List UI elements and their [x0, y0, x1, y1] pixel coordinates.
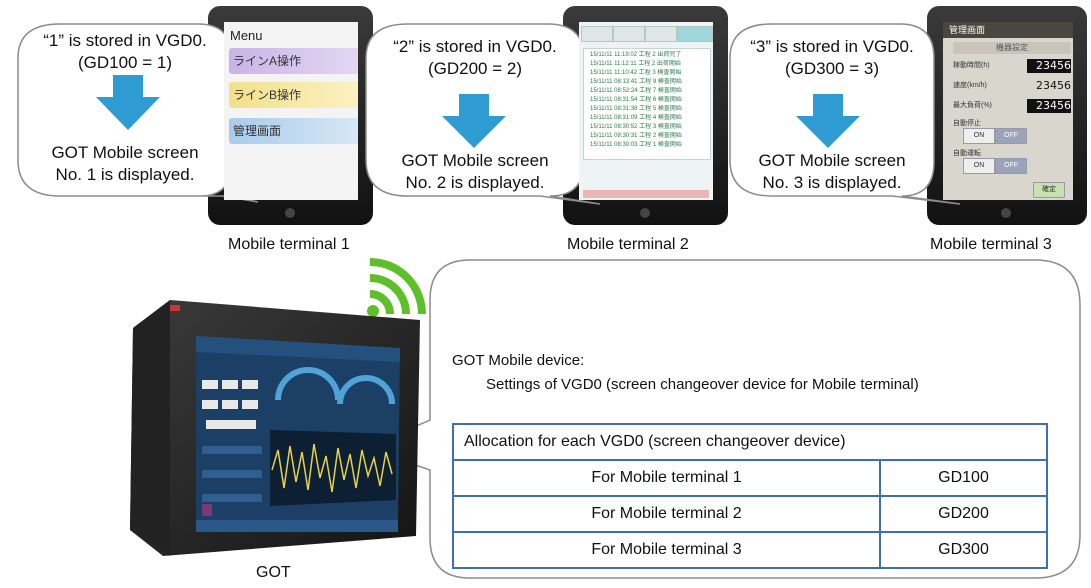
- list-item: 15/11/11 08:30:03 工程 1 検査開始: [590, 142, 682, 148]
- bubble-1-result: GOT Mobile screen No. 1 is displayed.: [18, 142, 232, 186]
- tab-1[interactable]: [581, 26, 613, 42]
- table-cell-terminal: For Mobile terminal 2: [452, 495, 881, 533]
- value-display: 23456: [1027, 59, 1071, 73]
- wifi-icon: [369, 258, 426, 315]
- wifi-dot-icon: [367, 305, 379, 317]
- down-arrow-icon: [796, 94, 860, 148]
- list-item: 15/11/11 08:52:24 工程 7 検査開始: [590, 88, 682, 94]
- table-cell-device: GD100: [879, 459, 1048, 497]
- home-button-icon: [1001, 208, 1011, 218]
- bubble-3-text: “3” is stored in VGD0. (GD300 = 3): [730, 36, 934, 80]
- off-button[interactable]: OFF: [995, 158, 1027, 174]
- list-item: 15/11/11 08:13:41 工程 9 検査開始: [590, 79, 682, 85]
- bubble-line: GOT Mobile screen: [758, 151, 906, 170]
- table-row: For Mobile terminal 1 GD100: [452, 459, 1048, 497]
- home-button-icon: [640, 208, 650, 218]
- bubble-2-text: “2” is stored in VGD0. (GD200 = 2): [366, 36, 584, 80]
- table-cell-device: GD300: [879, 531, 1048, 569]
- tab-4[interactable]: [677, 26, 713, 42]
- bubble-line: (GD300 = 3): [784, 59, 879, 78]
- terminal-label-2: Mobile terminal 2: [567, 236, 689, 253]
- menu-item-admin[interactable]: 管理画面: [229, 118, 358, 144]
- list-item: 15/11/11 11:12:11 工程 2 出荷開始: [590, 61, 681, 67]
- terminal-label-1: Mobile terminal 1: [228, 236, 350, 253]
- screen-title: 管理画面: [943, 22, 1073, 38]
- bubble-3-result: GOT Mobile screen No. 3 is displayed.: [730, 150, 934, 194]
- got-label: GOT: [256, 564, 291, 581]
- bubble-line: “1” is stored in VGD0.: [43, 31, 207, 50]
- bubble-1-text: “1” is stored in VGD0. (GD100 = 1): [18, 30, 232, 74]
- confirm-button[interactable]: 確定: [1033, 182, 1065, 198]
- list-item: 15/11/11 08:31:09 工程 4 検査開始: [590, 115, 682, 121]
- value-label: 速度(km/h): [953, 82, 987, 89]
- list-item: 15/11/11 08:31:54 工程 6 検査開始: [590, 97, 682, 103]
- value-row: 速度(km/h) 23456: [953, 78, 1071, 94]
- down-arrow-icon: [442, 94, 506, 148]
- list-item: 15/11/11 11:19:02 工程 2 出荷完了: [590, 52, 682, 58]
- down-arrow-icon: [96, 75, 160, 130]
- list-item: 15/11/11 08:30:52 工程 3 検査開始: [590, 124, 682, 130]
- tab-2[interactable]: [613, 26, 645, 42]
- section-title: 機器設定: [953, 42, 1071, 54]
- mobile-screen-2: 15/11/11 11:19:02 工程 2 出荷完了 15/11/11 11:…: [579, 22, 713, 200]
- table-row: For Mobile terminal 3 GD300: [452, 531, 1048, 569]
- info-subtitle: Settings of VGD0 (screen changeover devi…: [486, 376, 919, 393]
- bubble-line: GOT Mobile screen: [401, 151, 549, 170]
- menu-title: Menu: [230, 28, 263, 43]
- table-cell-terminal: For Mobile terminal 3: [452, 531, 881, 569]
- bubble-line: No. 1 is displayed.: [55, 165, 195, 184]
- value-display: 23456: [1036, 79, 1071, 92]
- list-item: 15/11/11 08:30:31 工程 2 検査開始: [590, 133, 682, 139]
- home-button-icon: [285, 208, 295, 218]
- list-item: 15/11/11 11:10:42 工程 3 検査開始: [590, 70, 682, 76]
- value-label: 最大負荷(%): [953, 102, 992, 109]
- bubble-line: No. 2 is displayed.: [405, 173, 545, 192]
- off-button[interactable]: OFF: [995, 128, 1027, 144]
- allocation-table: Allocation for each VGD0 (screen changeo…: [452, 423, 1048, 569]
- tab-3[interactable]: [645, 26, 677, 42]
- table-header-row: Allocation for each VGD0 (screen changeo…: [452, 423, 1048, 461]
- table-row: For Mobile terminal 2 GD200: [452, 495, 1048, 533]
- value-label: 稼動時間(h): [953, 62, 990, 69]
- speech-bubble-3: [729, 23, 961, 205]
- alarm-list: 15/11/11 11:19:02 工程 2 出荷完了 15/11/11 11:…: [583, 48, 711, 160]
- logo-icon: [170, 305, 180, 311]
- bubble-line: “3” is stored in VGD0.: [750, 37, 914, 56]
- table-cell-device: GD200: [879, 495, 1048, 533]
- on-button[interactable]: ON: [963, 158, 995, 174]
- toggle-label: 自動停止: [953, 120, 981, 127]
- bubble-line: “2” is stored in VGD0.: [393, 37, 557, 56]
- terminal-label-3: Mobile terminal 3: [930, 236, 1052, 253]
- table-cell-terminal: For Mobile terminal 1: [452, 459, 881, 497]
- mobile-screen-1: Menu ラインA操作 ラインB操作 管理画面: [224, 22, 358, 200]
- bubble-line: (GD100 = 1): [77, 53, 172, 72]
- got-device: [130, 300, 420, 556]
- info-title: GOT Mobile device:: [452, 352, 585, 369]
- table-header: Allocation for each VGD0 (screen changeo…: [452, 423, 1048, 461]
- value-row: 最大負荷(%) 23456: [953, 98, 1071, 114]
- menu-item-line-b[interactable]: ラインB操作: [229, 82, 358, 108]
- bubble-line: (GD200 = 2): [427, 59, 522, 78]
- status-bar: [583, 190, 709, 198]
- bubble-line: No. 3 is displayed.: [762, 173, 902, 192]
- mobile-screen-3: 管理画面 機器設定 稼動時間(h) 23456 速度(km/h) 23456 最…: [943, 22, 1073, 200]
- value-display: 23456: [1027, 99, 1071, 113]
- on-button[interactable]: ON: [963, 128, 995, 144]
- toggle-label: 自動運転: [953, 150, 981, 157]
- list-item: 15/11/11 08:31:38 工程 5 検査開始: [590, 106, 682, 112]
- menu-item-line-a[interactable]: ラインA操作: [229, 48, 358, 74]
- bubble-line: GOT Mobile screen: [51, 143, 199, 162]
- bubble-2-result: GOT Mobile screen No. 2 is displayed.: [366, 150, 584, 194]
- value-row: 稼動時間(h) 23456: [953, 58, 1071, 74]
